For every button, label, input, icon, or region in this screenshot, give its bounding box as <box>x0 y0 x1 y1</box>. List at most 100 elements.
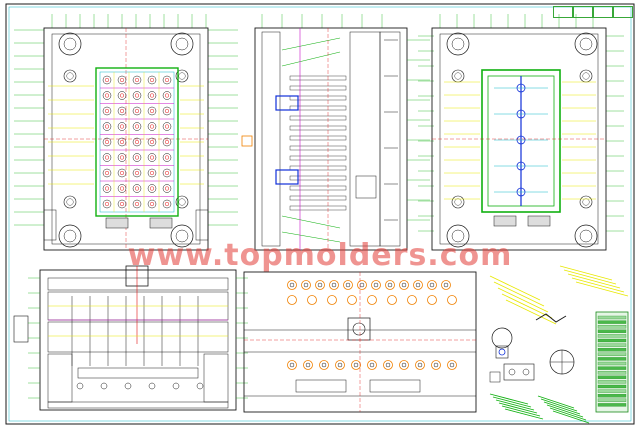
parts-list-row <box>597 348 627 352</box>
gate-point <box>164 77 170 83</box>
cooling-channel <box>281 231 341 243</box>
mold-section-outline <box>254 27 408 251</box>
gate-ring <box>516 83 526 93</box>
ejector-hole-inner <box>449 362 455 368</box>
clamp-plate <box>261 31 281 247</box>
gate-point <box>164 108 170 114</box>
ejector-hole <box>287 360 297 370</box>
ejector-housing <box>349 31 381 247</box>
ejector-hole <box>319 360 329 370</box>
sheet-inner-border <box>8 6 632 422</box>
guide-pillar-inner <box>579 229 593 243</box>
gate-point <box>119 155 125 160</box>
bolt-hole <box>451 195 465 209</box>
cavity-ring <box>117 153 127 162</box>
cavity-ring <box>147 122 157 131</box>
cavity-ring <box>102 199 112 209</box>
gate-ring <box>516 187 526 197</box>
guide-pillar-inner <box>175 229 189 243</box>
ejector-hole-inner <box>289 362 295 368</box>
view-top-left-plan <box>14 14 238 251</box>
gate-point <box>104 170 110 176</box>
cavity-ring <box>162 91 172 100</box>
part-edge <box>489 275 541 301</box>
gate-point <box>119 108 125 114</box>
ejector-hole-inner <box>317 282 323 288</box>
part-edge <box>559 265 613 281</box>
cavity-ring <box>132 168 142 178</box>
cavity-ring <box>102 75 112 85</box>
ejector-hole-inner <box>331 282 337 288</box>
bolt-hole-inner <box>454 198 462 206</box>
gate-point <box>104 108 110 114</box>
ejector-hole <box>413 280 423 290</box>
bolt-hole-inner <box>582 72 590 80</box>
bolt-hole <box>175 195 189 209</box>
part-edge <box>563 269 617 285</box>
center-block <box>347 317 371 341</box>
cavity-ring <box>147 168 157 178</box>
guide-pillar-inner <box>175 37 189 51</box>
gate-point <box>104 77 110 83</box>
bolt-hole-inner <box>178 72 186 80</box>
gate-point <box>119 139 125 145</box>
parts-list-row <box>597 325 627 329</box>
bottom-clamp-plate <box>47 401 229 409</box>
parts-list-row <box>597 398 627 402</box>
ejector-hole-inner <box>345 282 351 288</box>
detail-gate <box>498 348 506 356</box>
ejector-hole <box>407 295 417 305</box>
ejector-hole-inner <box>359 282 365 288</box>
ejector-hole <box>427 295 437 305</box>
ejector-hole <box>415 360 425 370</box>
ejector-hole-inner <box>385 362 391 368</box>
view-bottom-right-details <box>489 265 629 424</box>
ejector-hole <box>431 360 441 370</box>
spacer-block <box>203 353 229 403</box>
ejector-hole <box>427 280 437 290</box>
cavity-ring <box>117 75 127 85</box>
ejector-hole-inner <box>429 282 435 288</box>
gate-point <box>149 139 155 145</box>
ejector-hole-inner <box>401 362 407 368</box>
title-block <box>553 6 633 18</box>
part-edge <box>501 293 553 319</box>
detail-small <box>489 371 501 383</box>
gate-point <box>149 77 155 83</box>
detail-circle <box>491 327 513 349</box>
gate-point <box>164 170 170 176</box>
part-edge <box>489 393 529 405</box>
part-edge <box>552 410 590 424</box>
ejector-hole <box>399 360 409 370</box>
ejector-hole <box>371 280 381 290</box>
cavity-ring <box>162 153 172 162</box>
return-pin <box>76 382 84 390</box>
gate-point <box>149 155 155 160</box>
gate-point <box>119 170 125 176</box>
cavity-ring <box>162 168 172 178</box>
cavity-ring <box>117 168 127 178</box>
cavity-ring <box>132 91 142 100</box>
bolt-hole <box>579 69 593 83</box>
top-clamp-plate <box>47 277 229 291</box>
part-edge <box>492 396 532 408</box>
cavity-ring <box>162 199 172 209</box>
parts-list-row <box>597 315 627 320</box>
gate-point <box>119 124 125 129</box>
gate-ring <box>516 109 526 119</box>
ejector-hole-inner <box>321 362 327 368</box>
slot <box>369 379 421 393</box>
title-block-cell <box>593 6 613 18</box>
ejector-hole <box>347 295 357 305</box>
gate-point <box>134 93 140 98</box>
view-bottom-center-plan <box>243 271 477 413</box>
cavity-ring <box>102 137 112 147</box>
detail-hole <box>508 368 516 376</box>
return-pin <box>124 382 132 390</box>
gate-point <box>119 186 125 191</box>
gate-point <box>134 77 140 83</box>
part-edge <box>504 408 544 420</box>
cavity-ring <box>162 184 172 193</box>
core-plate <box>47 321 229 353</box>
cavity-ring <box>117 122 127 131</box>
